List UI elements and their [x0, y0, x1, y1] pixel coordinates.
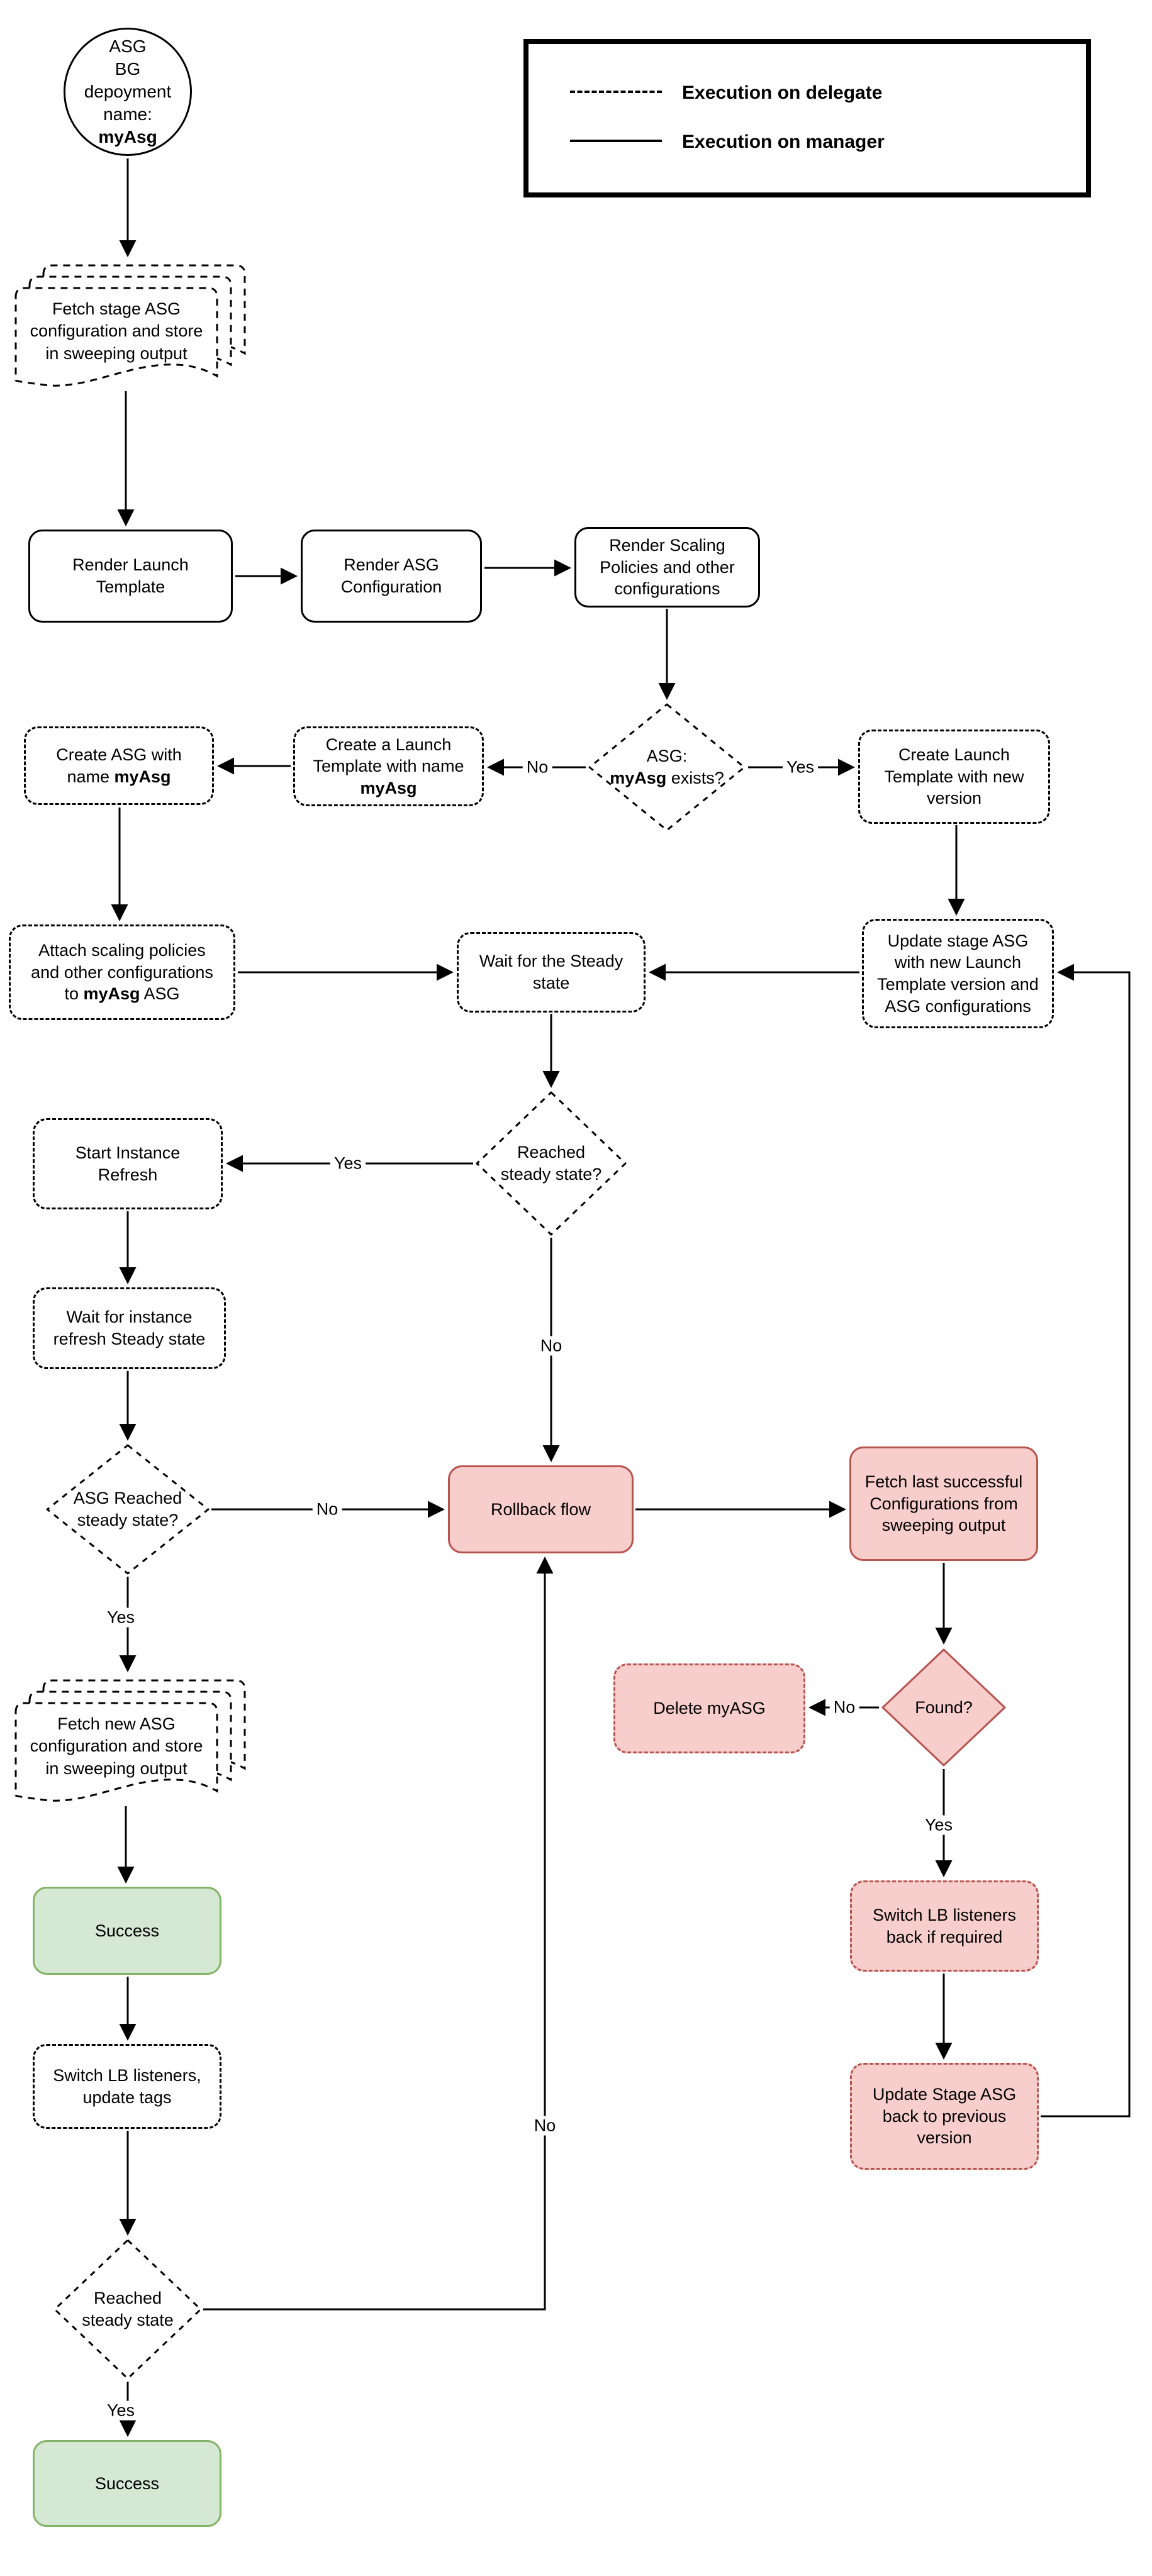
node-wait-steady-state: Wait for the Steady state	[457, 932, 646, 1013]
label-found-yes: Yes	[920, 1815, 957, 1835]
legend-delegate-label: Execution on delegate	[682, 82, 883, 103]
node-start-instance-refresh: Start Instance Refresh	[33, 1118, 223, 1209]
node-create-launch-template-named: Create a Launch Template with name myAsg	[293, 726, 484, 806]
decision-reached-steady-final: Reached steady state	[53, 2239, 202, 2380]
decision-asg-reached-steady: ASG Reached steady state?	[46, 1444, 210, 1575]
node-success-final: Success	[33, 2440, 221, 2527]
node-render-scaling-policies: Render Scaling Policies and other config…	[574, 527, 760, 608]
start-circle: ASG BG depoyment name: myAsg	[64, 28, 192, 156]
label-exists-no: No	[522, 757, 552, 777]
label-reached-no: No	[536, 1336, 566, 1356]
decision-found: Found?	[881, 1648, 1007, 1767]
node-rollback-flow: Rollback flow	[448, 1465, 634, 1553]
legend: Execution on delegate Execution on manag…	[523, 39, 1091, 197]
label-reached-yes: Yes	[330, 1153, 366, 1174]
decision-reached-steady: Reached steady state?	[476, 1091, 627, 1236]
decision-found-shape	[881, 1648, 1006, 1767]
node-fetch-stage: Fetch stage ASG configuration and store …	[30, 299, 203, 363]
decision-asg-exists: ASG: myAsg exists?	[588, 703, 746, 831]
decision-reached-steady-final-shape	[53, 2239, 202, 2380]
start-line2: BG depoyment	[84, 59, 172, 102]
legend-dashed-line-sample	[570, 91, 662, 93]
document-fetch-new-shape	[14, 1679, 246, 1802]
node-fetch-new-asg: Fetch new ASG configuration and store in…	[30, 1714, 203, 1778]
label-final-yes: Yes	[103, 2401, 139, 2421]
edge-final-no-to-rollback	[203, 1557, 554, 2311]
label-asg-reached-no: No	[312, 1499, 342, 1519]
node-switch-lb-update-tags: Switch LB listeners, update tags	[33, 2044, 221, 2129]
label-final-no: No	[530, 2116, 560, 2136]
node-update-stage-back: Update Stage ASG back to previous versio…	[850, 2063, 1039, 2170]
node-delete-myasg: Delete myASG	[613, 1663, 805, 1753]
node-update-stage-asg: Update stage ASG with new Launch Templat…	[862, 919, 1054, 1028]
node-render-launch-template: Render Launch Template	[28, 530, 233, 623]
label-found-no: No	[829, 1697, 859, 1718]
node-switch-lb-back: Switch LB listeners back if required	[850, 1880, 1039, 1972]
node-wait-instance-refresh: Wait for instance refresh Steady state	[33, 1287, 226, 1369]
decision-asg-exists-shape	[588, 703, 746, 831]
decision-asg-reached-steady-shape	[46, 1444, 210, 1575]
legend-manager-label: Execution on manager	[682, 131, 885, 152]
start-line1: ASG	[109, 36, 147, 57]
node-create-launch-template-new: Create Launch Template with new version	[858, 730, 1050, 824]
label-asg-reached-yes: Yes	[103, 1607, 139, 1628]
legend-solid-line-sample	[570, 140, 662, 142]
start-line3: name: myAsg	[98, 104, 157, 147]
node-success-mid: Success	[33, 1887, 221, 1975]
label-exists-yes: Yes	[782, 757, 819, 777]
edge-update-back-feedback	[1041, 963, 1131, 2118]
node-render-asg-configuration: Render ASG Configuration	[301, 530, 482, 623]
document-fetch-stage-shape	[14, 264, 246, 387]
decision-reached-steady-shape	[476, 1091, 627, 1236]
node-fetch-last-successful: Fetch last successful Configurations fro…	[849, 1446, 1038, 1561]
node-attach-scaling: Attach scaling policies and other config…	[9, 924, 235, 1020]
node-create-asg: Create ASG with name myAsg	[24, 726, 214, 805]
